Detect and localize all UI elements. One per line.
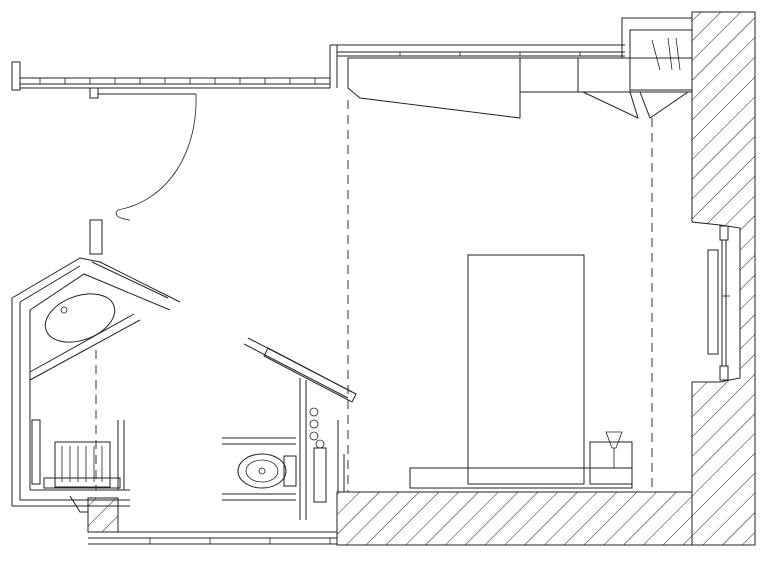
bed (409, 254, 633, 489)
ceiling-lines (95, 100, 653, 492)
window-ticks (39, 52, 581, 84)
vanity (309, 407, 345, 503)
top-window-wall (11, 17, 693, 91)
bathroom (11, 257, 181, 513)
shower-seat (43, 441, 121, 489)
bottom-wall (336, 491, 693, 546)
structural-walls (87, 11, 756, 546)
entrance-door (89, 87, 197, 255)
right-wall (691, 11, 756, 546)
right-window (707, 225, 730, 381)
washbasin (44, 293, 116, 343)
bottom-window-wall (88, 531, 337, 545)
sliding-partition (243, 337, 357, 520)
wardrobe-unit (347, 37, 693, 119)
toilet (222, 437, 297, 501)
left-bottom-block (87, 497, 119, 533)
